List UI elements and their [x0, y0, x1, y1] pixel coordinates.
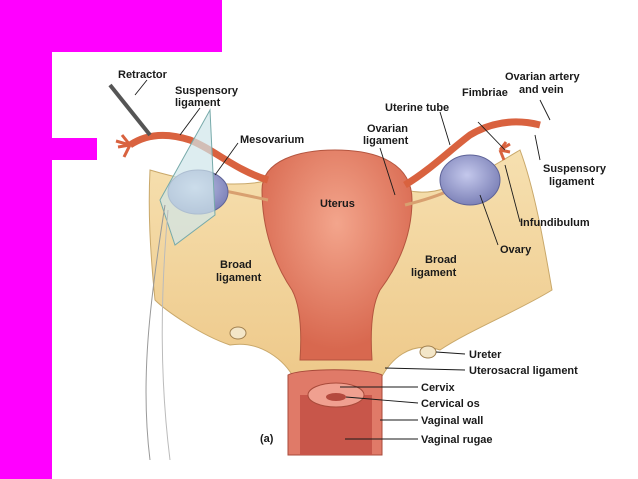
magenta-tab	[52, 138, 97, 160]
cervical-os-shape	[326, 393, 346, 401]
leader-lines	[134, 79, 551, 440]
label-ovarian-ligament-1: Ovarian	[367, 123, 408, 135]
magenta-top-bar	[0, 0, 222, 52]
label-broad-left-1: Broad	[220, 259, 252, 271]
label-broad-right-1: Broad	[425, 254, 457, 266]
label-suspensory-right-1: Suspensory	[543, 163, 607, 175]
label-broad-left-2: ligament	[216, 272, 262, 284]
magenta-left-bar	[0, 52, 52, 479]
label-ovarian-artery-2: and vein	[519, 84, 564, 96]
right-ovary	[439, 154, 501, 206]
label-cervix: Cervix	[421, 382, 456, 394]
label-ovarian-artery-1: Ovarian artery	[505, 71, 580, 83]
label-retractor: Retractor	[118, 69, 168, 81]
label-suspensory-left-1: Suspensory	[175, 85, 239, 97]
label-ovary: Ovary	[500, 244, 532, 256]
retractor	[108, 83, 152, 137]
suspensory-ligament-sheet	[159, 108, 216, 246]
left-fimbriae	[115, 134, 132, 158]
label-uterosacral: Uterosacral ligament	[469, 365, 578, 377]
left-ureter	[229, 326, 247, 340]
left-uterine-tube	[128, 132, 270, 184]
retractor-wire	[145, 204, 166, 461]
retractor-wire-2	[161, 209, 171, 461]
label-uterus: Uterus	[320, 198, 355, 210]
label-vaginal-wall: Vaginal wall	[421, 415, 483, 427]
label-suspensory-left-2: ligament	[175, 97, 221, 109]
label-vaginal-rugae: Vaginal rugae	[421, 434, 493, 446]
right-fimbriae	[498, 141, 511, 161]
label-suspensory-right-2: ligament	[549, 176, 595, 188]
label-broad-right-2: ligament	[411, 267, 457, 279]
right-uterine-tube	[403, 118, 541, 189]
label-ovarian-ligament-2: ligament	[363, 135, 409, 147]
panel-label: (a)	[260, 433, 274, 445]
uterus-shape	[261, 149, 413, 361]
right-ureter	[419, 345, 437, 359]
label-infundibulum: Infundibulum	[520, 217, 590, 229]
label-ureter: Ureter	[469, 349, 502, 361]
label-cervical-os: Cervical os	[421, 398, 480, 410]
label-mesovarium: Mesovarium	[240, 134, 304, 146]
vaginal-inner	[300, 395, 372, 455]
label-fimbriae: Fimbriae	[462, 87, 508, 99]
label-uterine-tube: Uterine tube	[385, 102, 449, 114]
